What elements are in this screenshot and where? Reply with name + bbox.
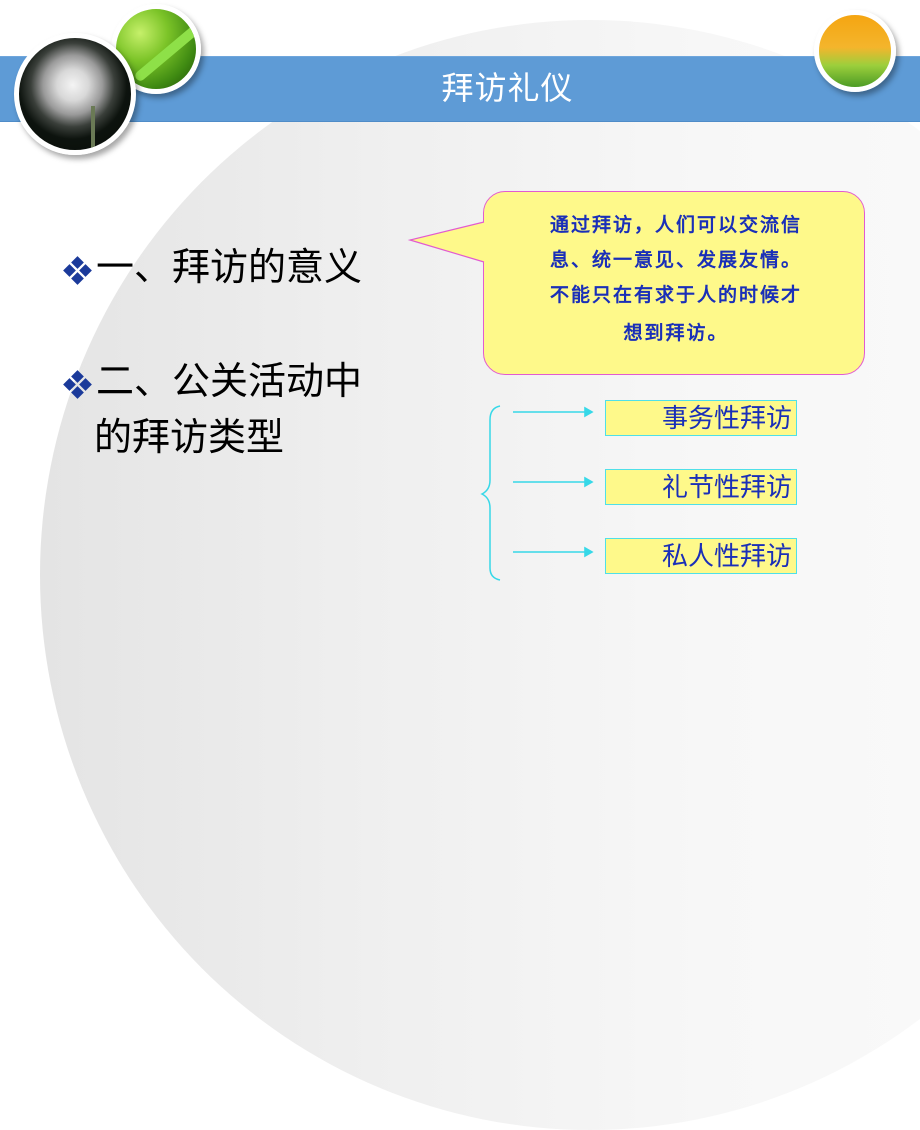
slide-title: 拜访礼仪 [441,69,574,107]
dandelion-photo [14,33,136,155]
bullet-item-types: 二、公关活动中 [62,356,362,406]
bullet-text: 二、公关活动中 [96,359,363,403]
callout-bubble [483,191,865,375]
callout-text: 通过拜访，人们可以交流信 息、统一意见、发展友情。 不能只在有求于人的时候才 想… [496,208,856,351]
green-leaf-photo [111,4,201,94]
bullet-item-meaning: 一、拜访的意义 [62,242,362,292]
bullet-text-continued: 的拜访类型 [94,415,285,459]
diamond-bullet-icon [62,369,94,401]
callout-line: 通过拜访，人们可以交流信 [549,214,802,236]
diamond-bullet-icon [62,255,94,287]
callout-line: 不能只在有求于人的时候才 [549,284,802,306]
tulip-photo [814,10,896,92]
callout-line: 息、统一意见、发展友情。 [549,249,802,271]
visit-type-private: 私人性拜访 [605,538,797,574]
callout-line: 想到拜访。 [623,322,729,344]
visit-type-courtesy: 礼节性拜访 [605,469,797,505]
bullet-text: 一、拜访的意义 [96,245,363,289]
visit-type-business: 事务性拜访 [605,400,797,436]
background-arc [40,20,920,1130]
